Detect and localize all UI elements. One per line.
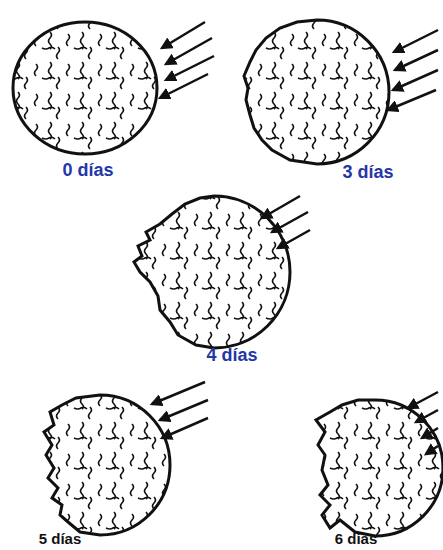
light-arrows — [152, 382, 208, 438]
light-arrows — [408, 392, 438, 454]
seed-shape — [134, 196, 290, 348]
day-label: 5 días — [39, 530, 82, 547]
seed-shape — [44, 395, 170, 535]
light-arrows — [388, 30, 438, 110]
light-arrows — [262, 196, 310, 248]
seed-shape — [13, 22, 157, 154]
day-label: 3 días — [342, 162, 393, 183]
day-label: 4 días — [206, 345, 257, 366]
day-label: 6 días — [335, 530, 378, 547]
light-arrows — [160, 22, 214, 98]
seed-shape — [244, 20, 389, 164]
seed-shape — [316, 400, 443, 536]
day-label: 0 días — [62, 160, 113, 181]
